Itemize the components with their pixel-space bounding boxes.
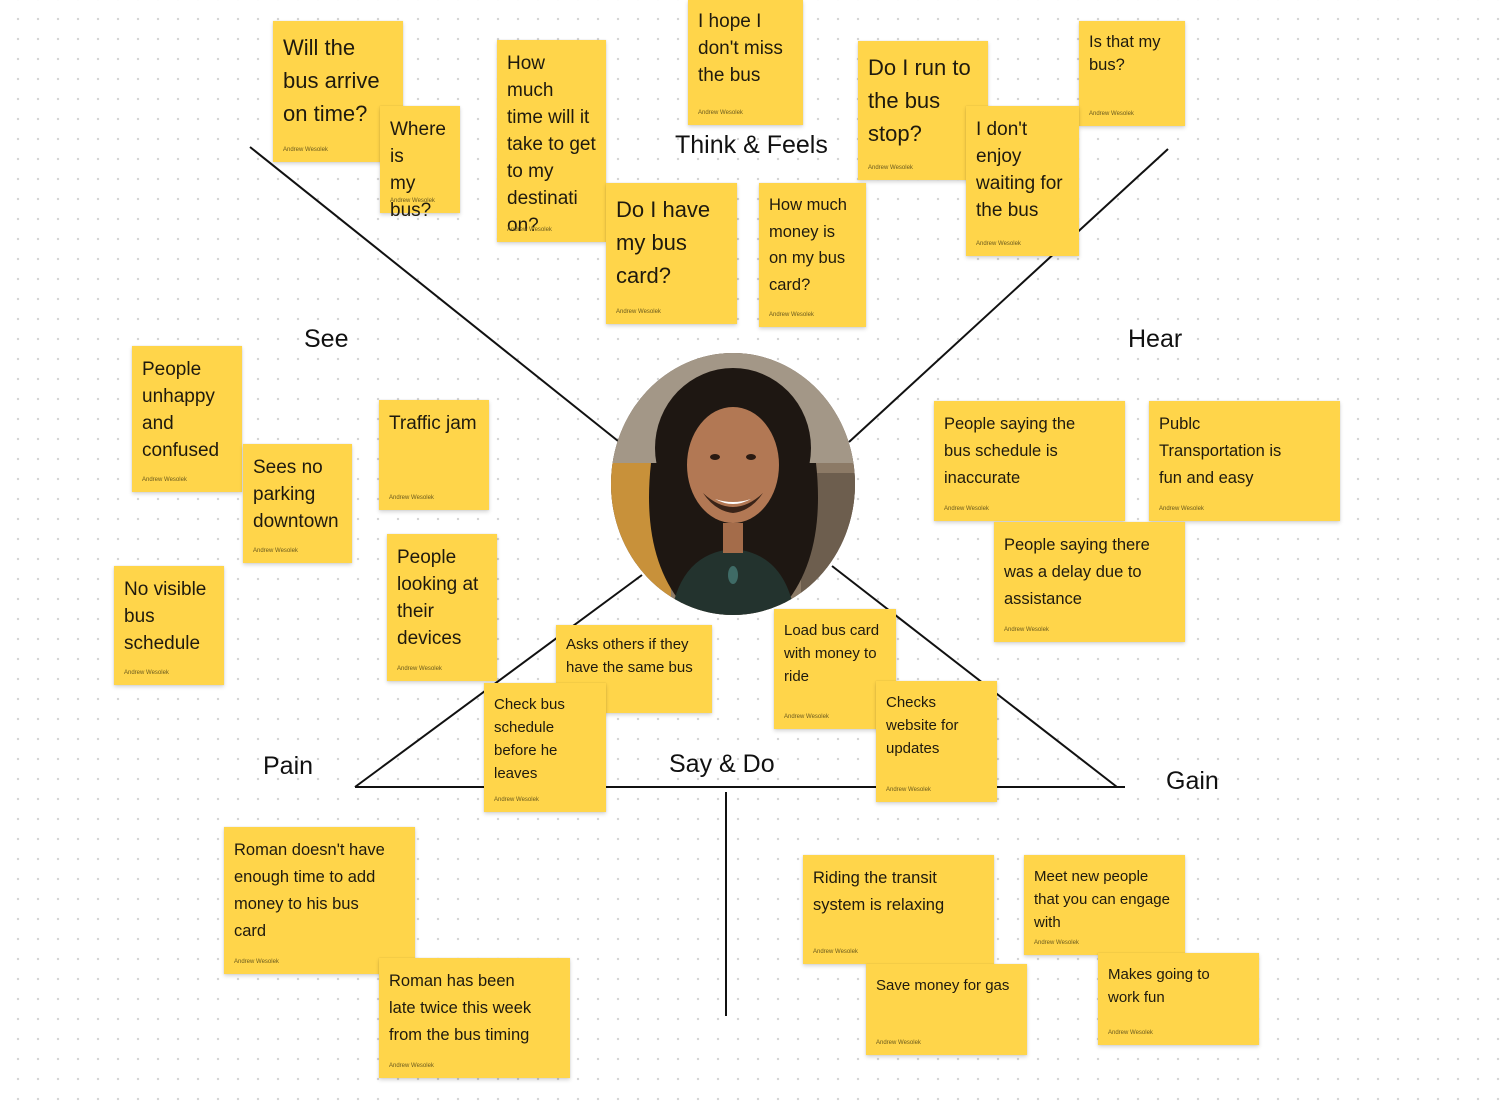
sticky-note-text: Riding the transit system is relaxing: [813, 865, 984, 919]
sticky-note-author: Andrew Wesolek: [283, 147, 328, 153]
sticky-note[interactable]: People saying there was a delay due to a…: [994, 522, 1185, 642]
persona-avatar-photo: [611, 353, 855, 615]
sticky-note-text: Is that my bus?: [1089, 31, 1175, 77]
sticky-note[interactable]: No visible bus schedule Andrew Wesolek: [114, 566, 224, 685]
sticky-note-text: People unhappy and confused: [142, 356, 232, 464]
sticky-note-text: Traffic jam: [389, 410, 479, 437]
sticky-note-text: Roman has been late twice this week from…: [389, 968, 560, 1049]
sticky-note-author: Andrew Wesolek: [389, 495, 434, 501]
sticky-note[interactable]: Is that my bus? Andrew Wesolek: [1079, 21, 1185, 126]
sticky-note-author: Andrew Wesolek: [1034, 940, 1079, 946]
sticky-note-text: Meet new people that you can engage with: [1034, 865, 1175, 934]
sticky-note-author: Andrew Wesolek: [253, 548, 298, 554]
sticky-note-text: I hope I don't miss the bus: [698, 8, 793, 89]
sticky-note-author: Andrew Wesolek: [234, 959, 279, 965]
sticky-note-text: Check bus schedule before he leaves: [494, 693, 596, 785]
sticky-note[interactable]: I hope I don't miss the bus Andrew Wesol…: [688, 0, 803, 125]
sticky-note-author: Andrew Wesolek: [813, 949, 858, 955]
sticky-note-text: How much money is on my bus card?: [769, 192, 856, 298]
sticky-note-author: Andrew Wesolek: [1089, 111, 1134, 117]
sticky-note-text: Where is my bus?: [390, 116, 450, 224]
sticky-note[interactable]: I don't enjoy waiting for the bus Andrew…: [966, 106, 1079, 256]
section-label-see: See: [304, 325, 348, 354]
sticky-note-text: Roman doesn't have enough time to add mo…: [234, 837, 405, 945]
sticky-note-text: Do I have my bus card?: [616, 193, 727, 292]
sticky-note-author: Andrew Wesolek: [886, 787, 931, 793]
sticky-note-author: Andrew Wesolek: [784, 714, 829, 720]
sticky-note-author: Andrew Wesolek: [976, 241, 1021, 247]
sticky-note[interactable]: Save money for gas Andrew Wesolek: [866, 964, 1027, 1055]
sticky-note-author: Andrew Wesolek: [1159, 506, 1204, 512]
sticky-note-author: Andrew Wesolek: [390, 198, 435, 204]
sticky-note[interactable]: Roman doesn't have enough time to add mo…: [224, 827, 415, 974]
sticky-note[interactable]: People saying the bus schedule is inaccu…: [934, 401, 1125, 521]
sticky-note[interactable]: People unhappy and confused Andrew Wesol…: [132, 346, 242, 492]
sticky-note-author: Andrew Wesolek: [944, 506, 989, 512]
sticky-note-text: People looking at their devices: [397, 544, 487, 652]
sticky-note-text: Publc Transportation is fun and easy: [1159, 411, 1330, 492]
sticky-note-text: Checks website for updates: [886, 691, 987, 760]
sticky-note[interactable]: Makes going to work fun Andrew Wesolek: [1098, 953, 1259, 1045]
sticky-note-text: Load bus card with money to ride: [784, 619, 886, 688]
sticky-note[interactable]: Meet new people that you can engage with…: [1024, 855, 1185, 955]
sticky-note[interactable]: Publc Transportation is fun and easy And…: [1149, 401, 1340, 521]
sticky-note-text: Asks others if they have the same bus: [566, 633, 702, 679]
sticky-note-author: Andrew Wesolek: [698, 110, 743, 116]
sticky-note[interactable]: How much money is on my bus card? Andrew…: [759, 183, 866, 327]
sticky-note-author: Andrew Wesolek: [507, 227, 552, 233]
sticky-note[interactable]: Roman has been late twice this week from…: [379, 958, 570, 1078]
sticky-note-text: People saying the bus schedule is inaccu…: [944, 411, 1115, 492]
persona-portrait-illustration: [611, 353, 855, 615]
sticky-note-text: I don't enjoy waiting for the bus: [976, 116, 1069, 224]
sticky-note[interactable]: Where is my bus? Andrew Wesolek: [380, 106, 460, 213]
sticky-note[interactable]: Riding the transit system is relaxing An…: [803, 855, 994, 964]
sticky-note-author: Andrew Wesolek: [142, 477, 187, 483]
sticky-note-text: No visible bus schedule: [124, 576, 214, 657]
sticky-note[interactable]: Check bus schedule before he leaves Andr…: [484, 683, 606, 812]
sticky-note-author: Andrew Wesolek: [868, 165, 913, 171]
section-label-gain: Gain: [1166, 767, 1219, 796]
section-label-hear: Hear: [1128, 325, 1182, 354]
sticky-note[interactable]: Do I have my bus card? Andrew Wesolek: [606, 183, 737, 324]
sticky-note-text: Will the bus arrive on time?: [283, 31, 393, 130]
sticky-note[interactable]: Checks website for updates Andrew Wesole…: [876, 681, 997, 802]
sticky-note-author: Andrew Wesolek: [769, 312, 814, 318]
section-label-think-feels: Think & Feels: [675, 131, 828, 160]
sticky-note[interactable]: People looking at their devices Andrew W…: [387, 534, 497, 681]
sticky-note-text: Save money for gas: [876, 974, 1017, 997]
sticky-note-text: How much time will it take to get to my …: [507, 50, 596, 239]
sticky-note-author: Andrew Wesolek: [397, 666, 442, 672]
sticky-note-author: Andrew Wesolek: [616, 309, 661, 315]
sticky-note-author: Andrew Wesolek: [1108, 1030, 1153, 1036]
sticky-note-author: Andrew Wesolek: [494, 797, 539, 803]
section-label-pain: Pain: [263, 752, 313, 781]
sticky-note-author: Andrew Wesolek: [876, 1040, 921, 1046]
sticky-note[interactable]: Traffic jam Andrew Wesolek: [379, 400, 489, 510]
sticky-note-text: Makes going to work fun: [1108, 963, 1249, 1009]
sticky-note-author: Andrew Wesolek: [1004, 627, 1049, 633]
sticky-note[interactable]: How much time will it take to get to my …: [497, 40, 606, 242]
sticky-note-author: Andrew Wesolek: [389, 1063, 434, 1069]
sticky-note-text: People saying there was a delay due to a…: [1004, 532, 1175, 613]
section-label-say-do: Say & Do: [669, 750, 775, 779]
sticky-note-text: Do I run to the bus stop?: [868, 51, 978, 150]
sticky-note-author: Andrew Wesolek: [124, 670, 169, 676]
sticky-note[interactable]: Sees no parking downtown Andrew Wesolek: [243, 444, 352, 563]
sticky-note-text: Sees no parking downtown: [253, 454, 342, 535]
